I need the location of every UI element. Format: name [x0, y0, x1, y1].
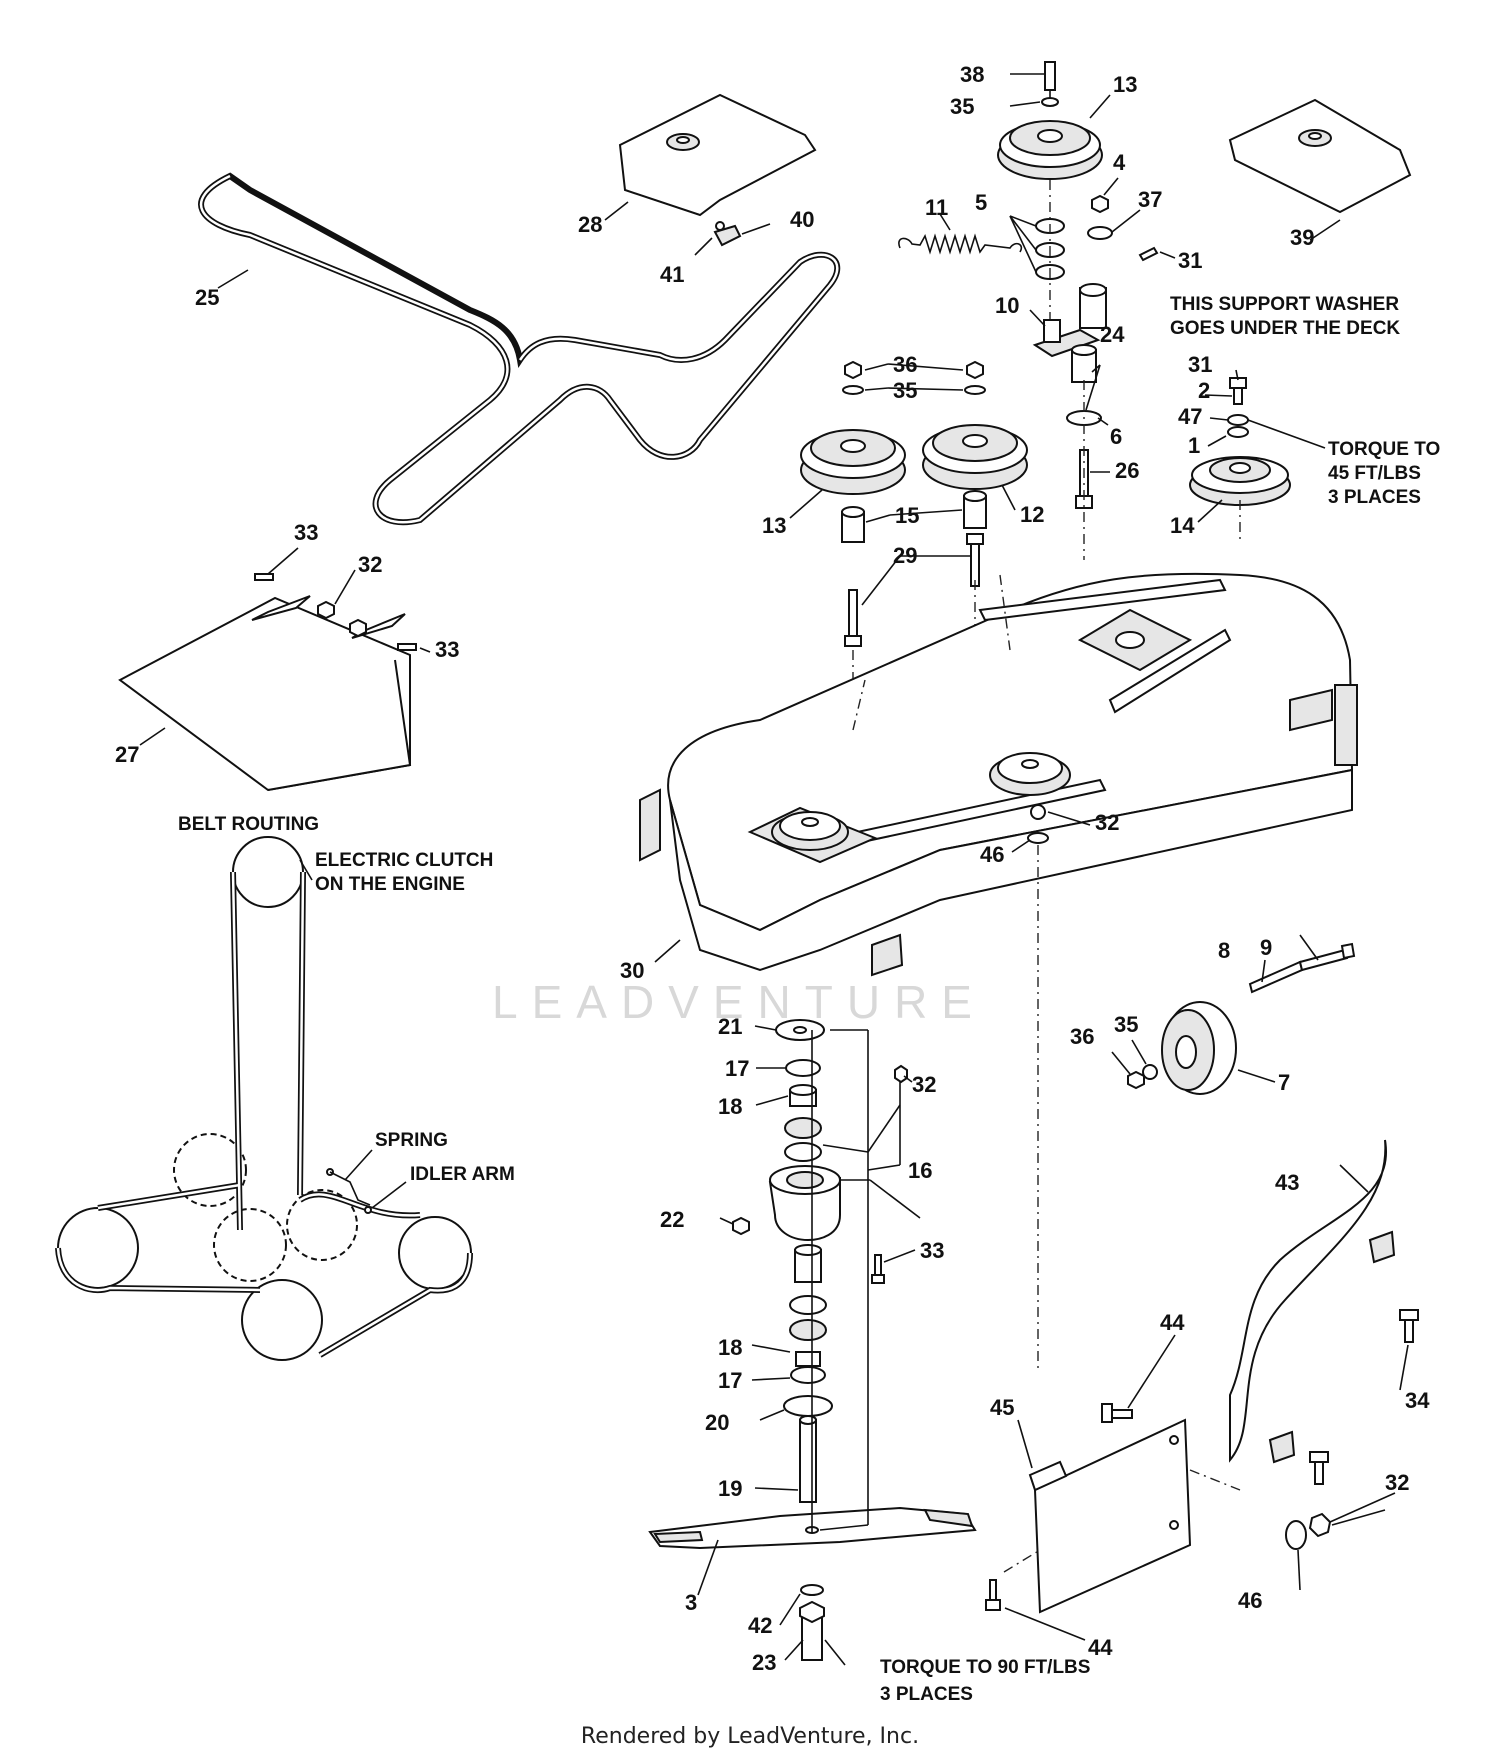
notes: THIS SUPPORT WASHER GOES UNDER THE DECK …	[178, 294, 1440, 1705]
note-torque45-2: 45 FT/LBS	[1328, 463, 1421, 484]
idler-pulley-right	[922, 360, 1028, 780]
callout-33a: 33	[294, 520, 318, 545]
note-support-washer-1: THIS SUPPORT WASHER	[1170, 294, 1399, 315]
callout-14: 14	[1170, 513, 1195, 538]
callout-19: 19	[718, 1476, 742, 1501]
idler-washers	[1035, 180, 1065, 320]
callout-28: 28	[578, 212, 602, 237]
anti-scalp-wheel	[1127, 942, 1356, 1095]
callout-13: 13	[1113, 72, 1137, 97]
callout-44a: 44	[1160, 1310, 1185, 1335]
note-torque90-1: TORQUE TO 90 FT/LBS	[880, 1657, 1090, 1678]
callout-labels: 38 35 13 4 37 5 11 40 28 41 39 31 25 10 …	[115, 62, 1430, 1675]
callout-29: 29	[893, 543, 917, 568]
note-torque45-3: 3 PLACES	[1328, 487, 1421, 508]
callout-17b: 17	[718, 1368, 742, 1393]
callout-47: 47	[1178, 404, 1202, 429]
belt-shield	[118, 573, 417, 792]
mower-deck	[639, 572, 1358, 1370]
watermark: LEADVENTURE	[492, 976, 986, 1028]
callout-36b: 36	[1070, 1024, 1094, 1049]
callout-35c: 35	[1114, 1012, 1138, 1037]
mounting-plate	[985, 1403, 1241, 1614]
callout-22: 22	[660, 1207, 684, 1232]
callout-15: 15	[895, 503, 919, 528]
callout-33c: 33	[920, 1238, 944, 1263]
callout-16: 16	[908, 1158, 932, 1183]
callout-32d: 32	[1385, 1470, 1409, 1495]
callout-45: 45	[990, 1395, 1014, 1420]
drive-belt	[198, 172, 841, 526]
callout-35b: 35	[893, 378, 917, 403]
callout-17a: 17	[725, 1056, 749, 1081]
callout-32a: 32	[358, 552, 382, 577]
callout-34: 34	[1405, 1388, 1430, 1413]
callout-10: 10	[995, 293, 1019, 318]
idler-spacer-stack	[1066, 344, 1102, 560]
callout-11: 11	[925, 195, 948, 220]
callout-32b: 32	[1095, 810, 1119, 835]
spindle-assembly	[648, 1019, 977, 1661]
callout-31b: 31	[1188, 352, 1212, 377]
callout-46b: 46	[1238, 1588, 1262, 1613]
note-idler-arm: IDLER ARM	[410, 1164, 515, 1185]
left-pulley-cover	[618, 93, 817, 217]
note-torque45-1: TORQUE TO	[1328, 439, 1440, 460]
callout-43: 43	[1275, 1170, 1299, 1195]
callout-36: 36	[893, 352, 917, 377]
callout-26: 26	[1115, 458, 1139, 483]
discharge-guard	[1229, 1139, 1419, 1550]
callout-2: 2	[1198, 378, 1210, 403]
callout-9: 9	[1260, 935, 1272, 960]
note-spring: SPRING	[375, 1130, 448, 1151]
right-pulley-cover	[1228, 98, 1412, 214]
callout-37: 37	[1138, 187, 1162, 212]
idler-pulley-top	[997, 61, 1103, 180]
callout-39: 39	[1290, 225, 1314, 250]
callout-38: 38	[960, 62, 984, 87]
idler-arm-bracket	[1032, 283, 1107, 358]
callout-8: 8	[1218, 938, 1230, 963]
callout-32c: 32	[912, 1072, 936, 1097]
note-clutch-1: ELECTRIC CLUTCH	[315, 850, 493, 871]
callout-18b: 18	[718, 1335, 742, 1360]
callout-27: 27	[115, 742, 139, 767]
footer-credit: Rendered by LeadVenture, Inc.	[581, 1724, 919, 1749]
callout-5: 5	[975, 190, 987, 215]
callout-40: 40	[790, 207, 814, 232]
callout-4: 4	[1113, 150, 1126, 175]
callout-20: 20	[705, 1410, 729, 1435]
callout-46a: 46	[980, 842, 1004, 867]
callout-31: 31	[1178, 248, 1202, 273]
belt-routing-schematic	[55, 836, 473, 1361]
note-clutch-2: ON THE ENGINE	[315, 874, 465, 895]
callout-13b: 13	[762, 513, 786, 538]
note-belt-routing: BELT ROUTING	[178, 814, 319, 835]
idler-spring	[898, 233, 1023, 255]
callout-23: 23	[752, 1650, 776, 1675]
callout-18a: 18	[718, 1094, 742, 1119]
callout-35: 35	[950, 94, 974, 119]
callout-3: 3	[685, 1590, 697, 1615]
callout-6: 6	[1110, 424, 1122, 449]
note-torque90-2: 3 PLACES	[880, 1684, 973, 1705]
callout-24: 24	[1100, 322, 1125, 347]
callout-33b: 33	[435, 637, 459, 662]
callout-1: 1	[1188, 433, 1200, 458]
callout-25: 25	[195, 285, 219, 310]
callout-42: 42	[748, 1613, 772, 1638]
idler-pulley-left	[800, 360, 906, 730]
callout-41: 41	[660, 262, 684, 287]
nut-4	[1091, 194, 1109, 214]
note-support-washer-2: GOES UNDER THE DECK	[1170, 318, 1400, 339]
cover-knob	[713, 221, 742, 247]
callout-30: 30	[620, 958, 644, 983]
spindle-pulley-right	[1189, 377, 1291, 540]
callout-44b: 44	[1088, 1635, 1113, 1660]
callout-7: 7	[1278, 1070, 1290, 1095]
callout-21: 21	[718, 1014, 742, 1039]
callout-12: 12	[1020, 502, 1044, 527]
